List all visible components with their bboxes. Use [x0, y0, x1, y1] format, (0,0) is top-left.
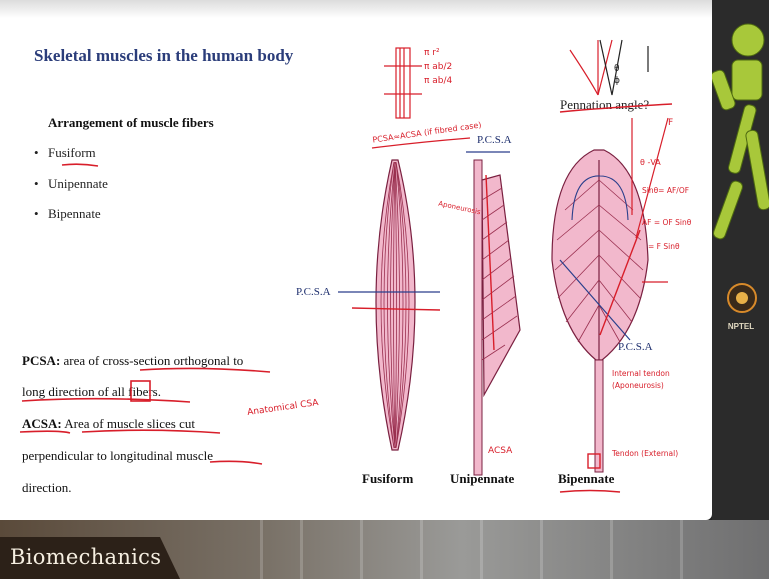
nptel-logo-text: NPTEL	[716, 322, 766, 331]
phi-label: ϕ	[614, 76, 620, 86]
pennation-sketch-black	[600, 40, 648, 95]
f-eq-note: = F Sinθ	[648, 242, 680, 251]
tendon-note: Tendon (External)	[612, 448, 687, 459]
formula-1: π r²	[424, 46, 452, 60]
formula-notes: π r² π ab/2 π ab/4	[424, 46, 452, 88]
robot-illustration-panel	[712, 0, 769, 520]
internal-tendon-note: Internal tendon (Aponeurosis)	[612, 368, 707, 392]
bipennate-muscle	[552, 150, 648, 472]
formula-2: π ab/2	[424, 60, 452, 74]
figure-drawings	[0, 0, 712, 520]
robot-illustration	[712, 0, 769, 520]
af-eq-note: AF = OF Sinθ	[642, 218, 691, 227]
acsa-note: ACSA	[488, 446, 512, 456]
f-label: F	[668, 118, 673, 128]
slide: Skeletal muscles in the human body Arran…	[0, 0, 712, 520]
formula-3: π ab/4	[424, 74, 452, 88]
va-note: θ -VA	[640, 158, 661, 167]
unipennate-muscle	[466, 152, 520, 475]
brand-title: Biomechanics	[10, 545, 161, 569]
theta-label: θ	[614, 64, 620, 74]
sin-eq-note: Sinθ= AF/OF	[642, 186, 689, 195]
fusiform-muscle	[338, 160, 440, 450]
